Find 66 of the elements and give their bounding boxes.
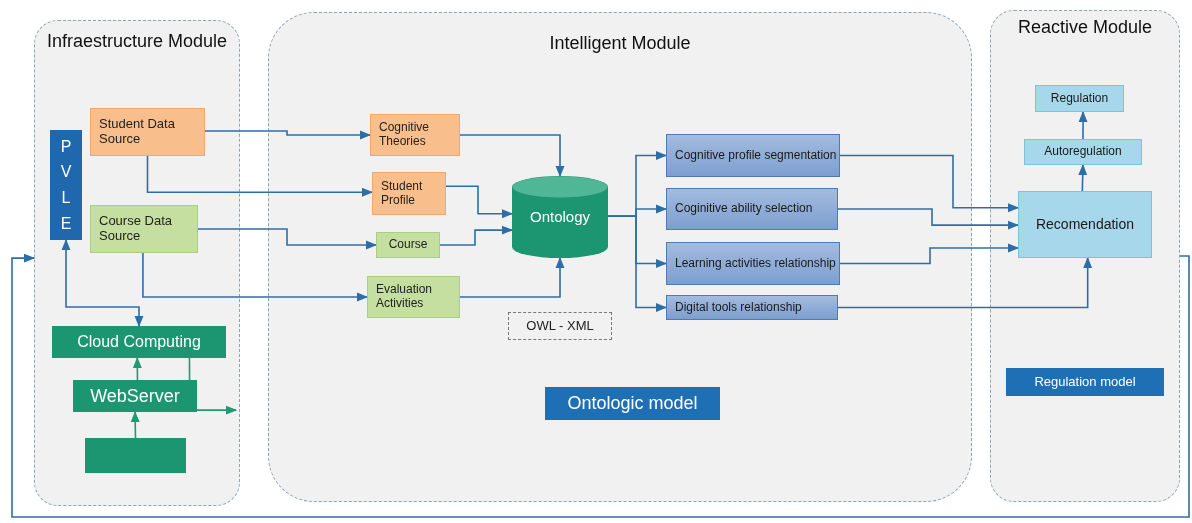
process-box — [1018, 191, 1152, 258]
module-panel — [268, 12, 972, 502]
box-label: Regulation — [1050, 91, 1109, 106]
process-box — [1035, 85, 1124, 112]
box-label: Cognitive Theories — [379, 121, 431, 149]
module-title: Infraestructure Module — [46, 31, 228, 52]
module-title: Reactive Module — [1017, 17, 1153, 38]
process-box — [508, 312, 612, 340]
arrow — [837, 256, 1093, 309]
arrow — [204, 130, 372, 140]
arrow — [445, 185, 514, 219]
box-label: Cognitive profile segmentation — [675, 148, 837, 163]
empty-box — [85, 438, 186, 473]
box-label: Recomendation — [1035, 216, 1135, 233]
process-box — [370, 114, 460, 156]
arrow — [1078, 110, 1088, 140]
arrow — [1078, 163, 1088, 192]
vertical-bar — [50, 130, 82, 240]
arrow — [459, 134, 565, 178]
box-label: Student Data Source — [99, 117, 176, 147]
box-label: Course — [388, 238, 428, 252]
box-label: Course Data Source — [99, 214, 173, 244]
process-box — [367, 276, 460, 318]
arrow — [439, 225, 514, 246]
box-label: Regulation model — [1034, 374, 1136, 390]
box-label: Ontologic model — [567, 393, 698, 414]
process-box — [90, 108, 205, 156]
arrow — [837, 208, 1020, 230]
module-panel — [990, 10, 1180, 502]
process-box — [73, 380, 197, 412]
process-box — [666, 134, 840, 177]
module-panel — [34, 20, 240, 506]
arrow — [196, 405, 238, 415]
box-label: Evaluation Activities — [376, 283, 434, 311]
arrow — [146, 155, 374, 197]
box-label: Ontology — [529, 208, 590, 226]
arrow — [142, 252, 369, 302]
process-box — [545, 387, 720, 420]
box-label: Cloud Computing — [77, 332, 201, 352]
arrow — [839, 154, 1020, 213]
box-label: Autoregulation — [1044, 145, 1122, 159]
box-label: Digital tools relationship — [675, 300, 802, 315]
arrow — [197, 228, 378, 250]
box-label: WebServer — [90, 385, 180, 407]
arrow — [607, 215, 668, 312]
process-box — [666, 295, 838, 320]
process-box — [376, 232, 440, 258]
process-box — [372, 172, 446, 215]
arrow — [459, 256, 565, 298]
box-label: Coginitive ability selection — [675, 202, 813, 216]
arrow — [11, 253, 1190, 518]
box-label: Student Profile — [381, 179, 424, 208]
arrow — [839, 243, 1020, 265]
process-box — [666, 242, 840, 285]
module-title: Intelligent Module — [549, 33, 691, 54]
process-box — [1024, 139, 1142, 165]
process-box — [666, 188, 838, 230]
arrow — [130, 410, 140, 439]
arrow — [61, 238, 144, 328]
process-box — [1006, 368, 1164, 396]
box-label: OWL - XML — [526, 318, 594, 334]
arrow — [132, 356, 142, 381]
box-label: PVLE — [59, 136, 73, 234]
box-label: Learning activities relationship — [675, 256, 836, 271]
process-box — [52, 326, 226, 358]
process-box — [90, 205, 198, 253]
